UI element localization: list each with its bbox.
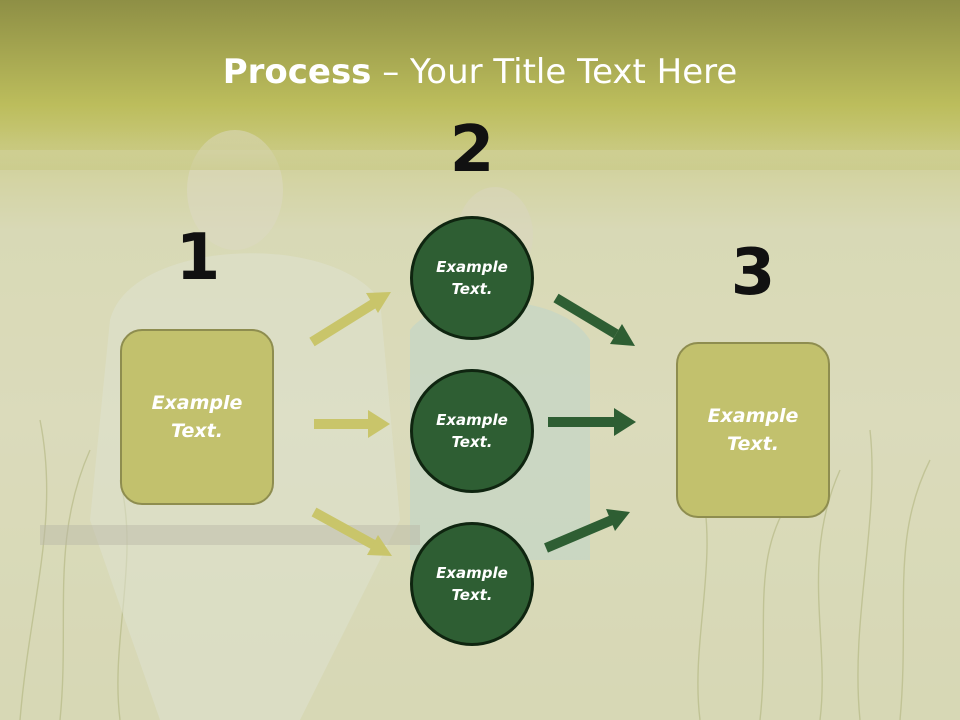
right-box-text: Example Text. [707,404,799,456]
circle-bottom-text: Example Text. [436,563,508,605]
circle-top: Example Text. [410,216,534,340]
arrow-left-to-top [309,292,391,347]
right-box: Example Text. [676,342,830,518]
slide-title: Process – Your Title Text Here [0,52,960,92]
title-rest-part: – Your Title Text Here [371,52,738,92]
step-number-two: 2 [449,113,495,187]
arrow-bottom-to-right [544,509,630,553]
arrow-middle-to-right [548,408,636,436]
left-box-text: Example Text. [151,391,243,443]
circle-bottom: Example Text. [410,522,534,646]
arrow-left-to-middle [314,410,390,438]
circle-top-text: Example Text. [436,257,508,299]
title-bold-part: Process [222,52,372,92]
circle-middle: Example Text. [410,369,534,493]
arrow-left-to-bottom [311,507,392,556]
left-box: Example Text. [120,329,274,505]
step-number-one: 1 [175,221,221,295]
arrow-top-to-right [553,293,635,346]
circle-middle-text: Example Text. [436,410,508,452]
step-number-three: 3 [730,236,776,310]
